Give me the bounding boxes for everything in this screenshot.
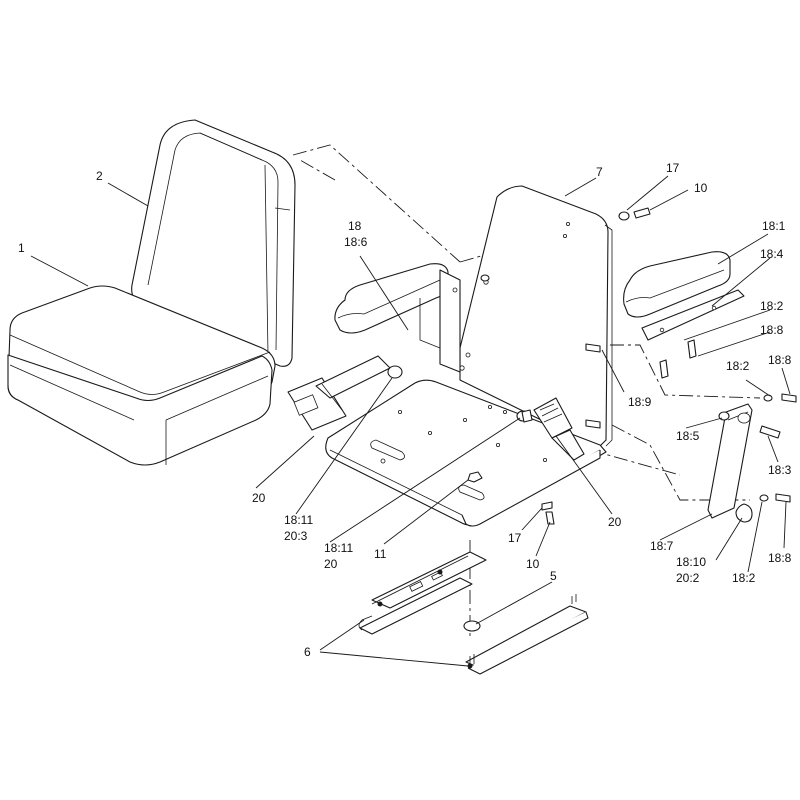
callout-20-center: 20 — [324, 557, 338, 571]
left-armrest — [334, 263, 461, 373]
leader-lines — [30, 175, 791, 667]
callout-18: 18 — [348, 219, 362, 233]
callout-18-1: 18:1 — [762, 219, 786, 233]
callout-labels: 1 2 7 17 10 18 18:6 18:1 18:4 18:2 18:8 … — [18, 161, 792, 659]
callout-5: 5 — [550, 569, 557, 583]
callout-17-bottom: 17 — [508, 531, 522, 545]
callout-18-8-upper: 18:8 — [760, 323, 784, 337]
callout-10-bottom: 10 — [526, 557, 540, 571]
callout-18-3: 18:3 — [768, 463, 792, 477]
callout-18-2-lower: 18:2 — [732, 571, 756, 585]
callout-18-6: 18:6 — [344, 235, 368, 249]
seat-slide-rail-front — [358, 551, 487, 635]
callout-2: 2 — [96, 169, 103, 183]
callout-10-top: 10 — [694, 181, 708, 195]
callout-18-8-right: 18:8 — [768, 353, 792, 367]
right-armrest — [623, 251, 745, 341]
seat-belt-left — [287, 355, 403, 431]
callout-11: 11 — [374, 547, 387, 561]
callout-20-3: 20:3 — [284, 529, 308, 543]
callout-7: 7 — [596, 165, 603, 179]
callout-18-10: 18:10 — [676, 555, 706, 569]
callout-17-top: 17 — [666, 161, 680, 175]
callout-20-2: 20:2 — [676, 571, 700, 585]
callout-18-11-center: 18:11 — [324, 541, 353, 555]
callout-18-7: 18:7 — [650, 539, 674, 553]
seat-slide-rail-rear — [465, 594, 589, 675]
side-bracket — [707, 403, 753, 523]
callout-18-2-upper: 18:2 — [760, 299, 784, 313]
callout-18-5: 18:5 — [676, 429, 700, 443]
callout-20-left: 20 — [252, 491, 266, 505]
callout-18-9: 18:9 — [628, 395, 652, 409]
callout-20-right: 20 — [608, 515, 622, 529]
hardware — [463, 207, 797, 632]
backrest-cushion — [131, 119, 296, 367]
seat-cushion — [7, 285, 276, 466]
callout-18-4: 18:4 — [760, 247, 784, 261]
callout-1: 1 — [18, 241, 25, 255]
callout-18-8-lower: 18:8 — [768, 551, 792, 565]
callout-6: 6 — [304, 645, 311, 659]
seat-frame — [325, 185, 613, 527]
callout-18-2-right: 18:2 — [726, 359, 750, 373]
callout-18-11-left: 18:11 — [284, 513, 313, 527]
